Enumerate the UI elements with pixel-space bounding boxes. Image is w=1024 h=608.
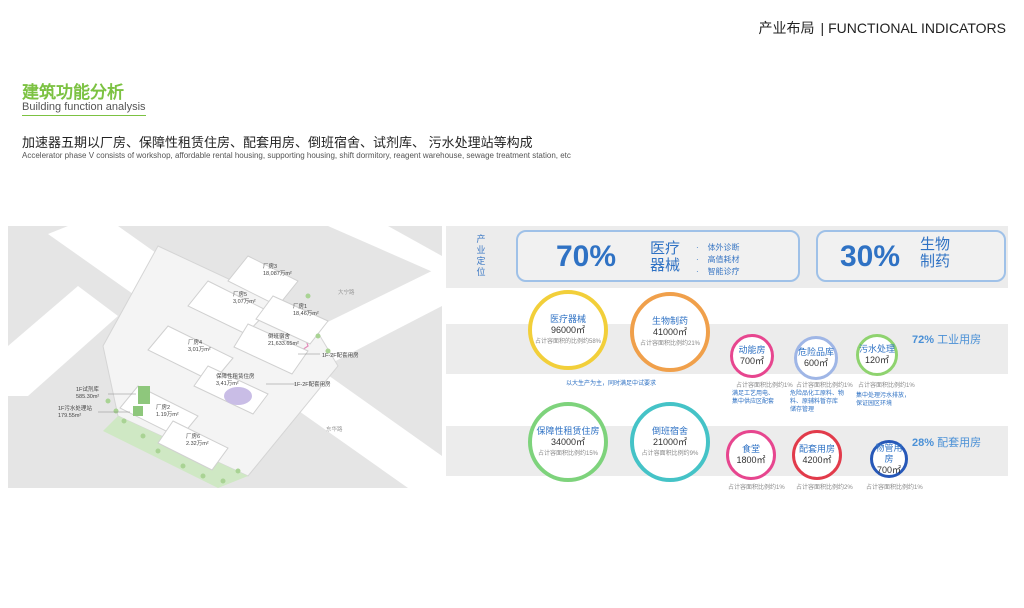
biopharma-percent: 30% (840, 240, 901, 273)
building-6 (157, 420, 229, 471)
note-sewage: 集中处理污水排放，保证园区环境 (856, 393, 911, 407)
building-1 (255, 295, 329, 345)
function-diagram: 产业定位 70% 医疗器械 · 体外诊断 · 高值耗材 · 智能诊疗 30% 生… (446, 226, 1008, 491)
positioning-box-medical: 70% 医疗器械 · 体外诊断 · 高值耗材 · 智能诊疗 (516, 230, 800, 282)
note-hazard: 危险品化工原料、物料、原辅料暂存库储存管理 (790, 391, 845, 413)
circle-hazard: 危险品库 600㎡ (794, 336, 838, 380)
section-title: 建筑功能分析 (22, 83, 124, 102)
circle-rental: 保障性租赁住房 34000㎡ 占计容面积比例约15% (528, 402, 608, 482)
positioning-box-biopharma: 30% 生物制药 (816, 230, 1006, 282)
note-main: 以大生产为主，同时满足中试要求 (566, 381, 657, 387)
circle-dorm: 倒班宿舍 21000㎡ 占计容面积比例约9% (630, 402, 710, 482)
purple-block (224, 387, 252, 405)
map-label-support-2: 1F-2F配套用房 (294, 380, 331, 388)
lead-text-cn: 加速器五期以厂房、保障性租赁住房、配套用房、倒班宿舍、试剂库、 污水处理站等构成 (22, 135, 533, 150)
circle-support: 配套用房 4200㎡ (792, 430, 842, 480)
positioning-label: 产业定位 (476, 234, 486, 277)
page-header: 产业布局 |FUNCTIONAL INDICATORS (758, 18, 1006, 38)
section-subtitle: Building function analysis (22, 101, 146, 116)
canteen-pct: 占计容面积比例约1% (728, 485, 785, 491)
header-cn: 产业布局 (758, 20, 815, 36)
circle-power: 动能房 700㎡ (730, 334, 774, 378)
green-block-2 (133, 406, 143, 416)
support-pct: 占计容面积比例约2% (796, 485, 853, 491)
hazard-pct: 占计容面积比例约1% (796, 383, 853, 389)
medical-name: 医疗器械 (650, 240, 681, 274)
category-industrial: 72% 工业用房 (912, 334, 982, 346)
power-pct: 占计容面积比例约1% (736, 383, 793, 389)
road-northeast (328, 226, 442, 276)
circle-canteen: 食堂 1800㎡ (726, 430, 776, 480)
circle-biopharma: 生物制药 41000㎡ 占计容面积比例约21% (630, 292, 710, 372)
medical-percent: 70% (556, 240, 617, 273)
road-label-2: 东华路 (326, 425, 343, 433)
sewage-pct: 占计容面积比例约1% (858, 383, 915, 389)
medical-bullets: · 体外诊断 · 高值耗材 · 智能诊疗 (696, 243, 740, 276)
road-label-1: 大宁路 (338, 288, 355, 296)
circle-property: 物管用房 700㎡ (870, 440, 908, 478)
note-power: 满足工艺用电、集中供应区配套 (732, 391, 775, 405)
green-block-1 (138, 386, 150, 404)
road-west (8, 286, 118, 396)
header-en: FUNCTIONAL INDICATORS (828, 20, 1006, 36)
biopharma-name: 生物制药 (920, 236, 951, 270)
building-dorm (233, 323, 309, 375)
circle-medical: 医疗器械 96000㎡ 占计容面积的比例约58% (528, 290, 608, 370)
lead-text-en: Accelerator phase V consists of workshop… (22, 151, 571, 160)
header-separator: | (820, 20, 825, 36)
map-label-support-1: 1F-2F配套用房 (322, 351, 359, 359)
circle-sewage: 污水处理 120㎡ (856, 334, 898, 376)
category-supporting: 28% 配套用房 (912, 437, 982, 449)
property-pct: 占计容面积比例约1% (866, 485, 923, 491)
